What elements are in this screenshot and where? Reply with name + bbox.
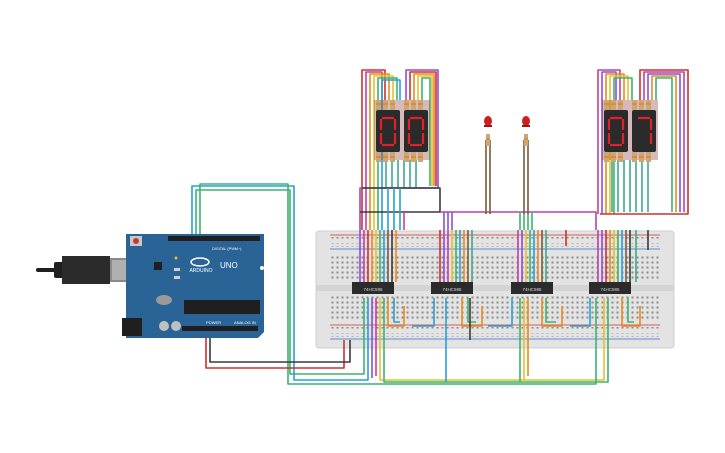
led-2[interactable] [522,116,530,146]
breadboard[interactable] [315,230,675,349]
board-model-label: UNO [220,261,238,270]
chip-label: 74HC595 [442,287,462,292]
shift-register-chip-1[interactable]: 74HC595 [352,282,394,294]
wire-red-2 [409,71,437,186]
wire-orange-2 [413,73,435,186]
shift-register-chip-3[interactable]: 74HC595 [511,282,553,294]
infinity-logo-icon [190,257,210,267]
power-label: POWER [206,320,221,325]
wire-orange [369,73,390,230]
analog-label: ANALOG IN [234,320,256,325]
wire-yellow [373,75,394,230]
arduino-logo-text: ARDUINO [189,268,212,274]
wire-red [361,69,386,230]
seven-segment-display-left-pair[interactable] [374,100,430,162]
digital-pins-label: DIGITAL (PWM~) [212,247,242,251]
wire-violet [359,69,439,230]
wire-blue [381,79,401,230]
shift-register-chip-2[interactable]: 74HC595 [431,282,473,294]
chip-label: 74HC595 [522,287,542,292]
shift-register-chip-4[interactable]: 74HC595 [589,282,631,294]
seven-segment-display-right-pair[interactable] [602,100,658,162]
chip-label: 74HC595 [363,287,383,292]
wire-green-2 [421,77,431,186]
led-1[interactable] [484,116,492,146]
arduino-uno-board[interactable]: ARDUINO UNO DIGITAL (PWM~) POWER ANALOG … [122,234,264,338]
usb-cable[interactable] [36,256,128,284]
chip-label: 74HC595 [600,287,620,292]
wires [191,69,689,385]
wire-yellow-2 [417,75,433,186]
